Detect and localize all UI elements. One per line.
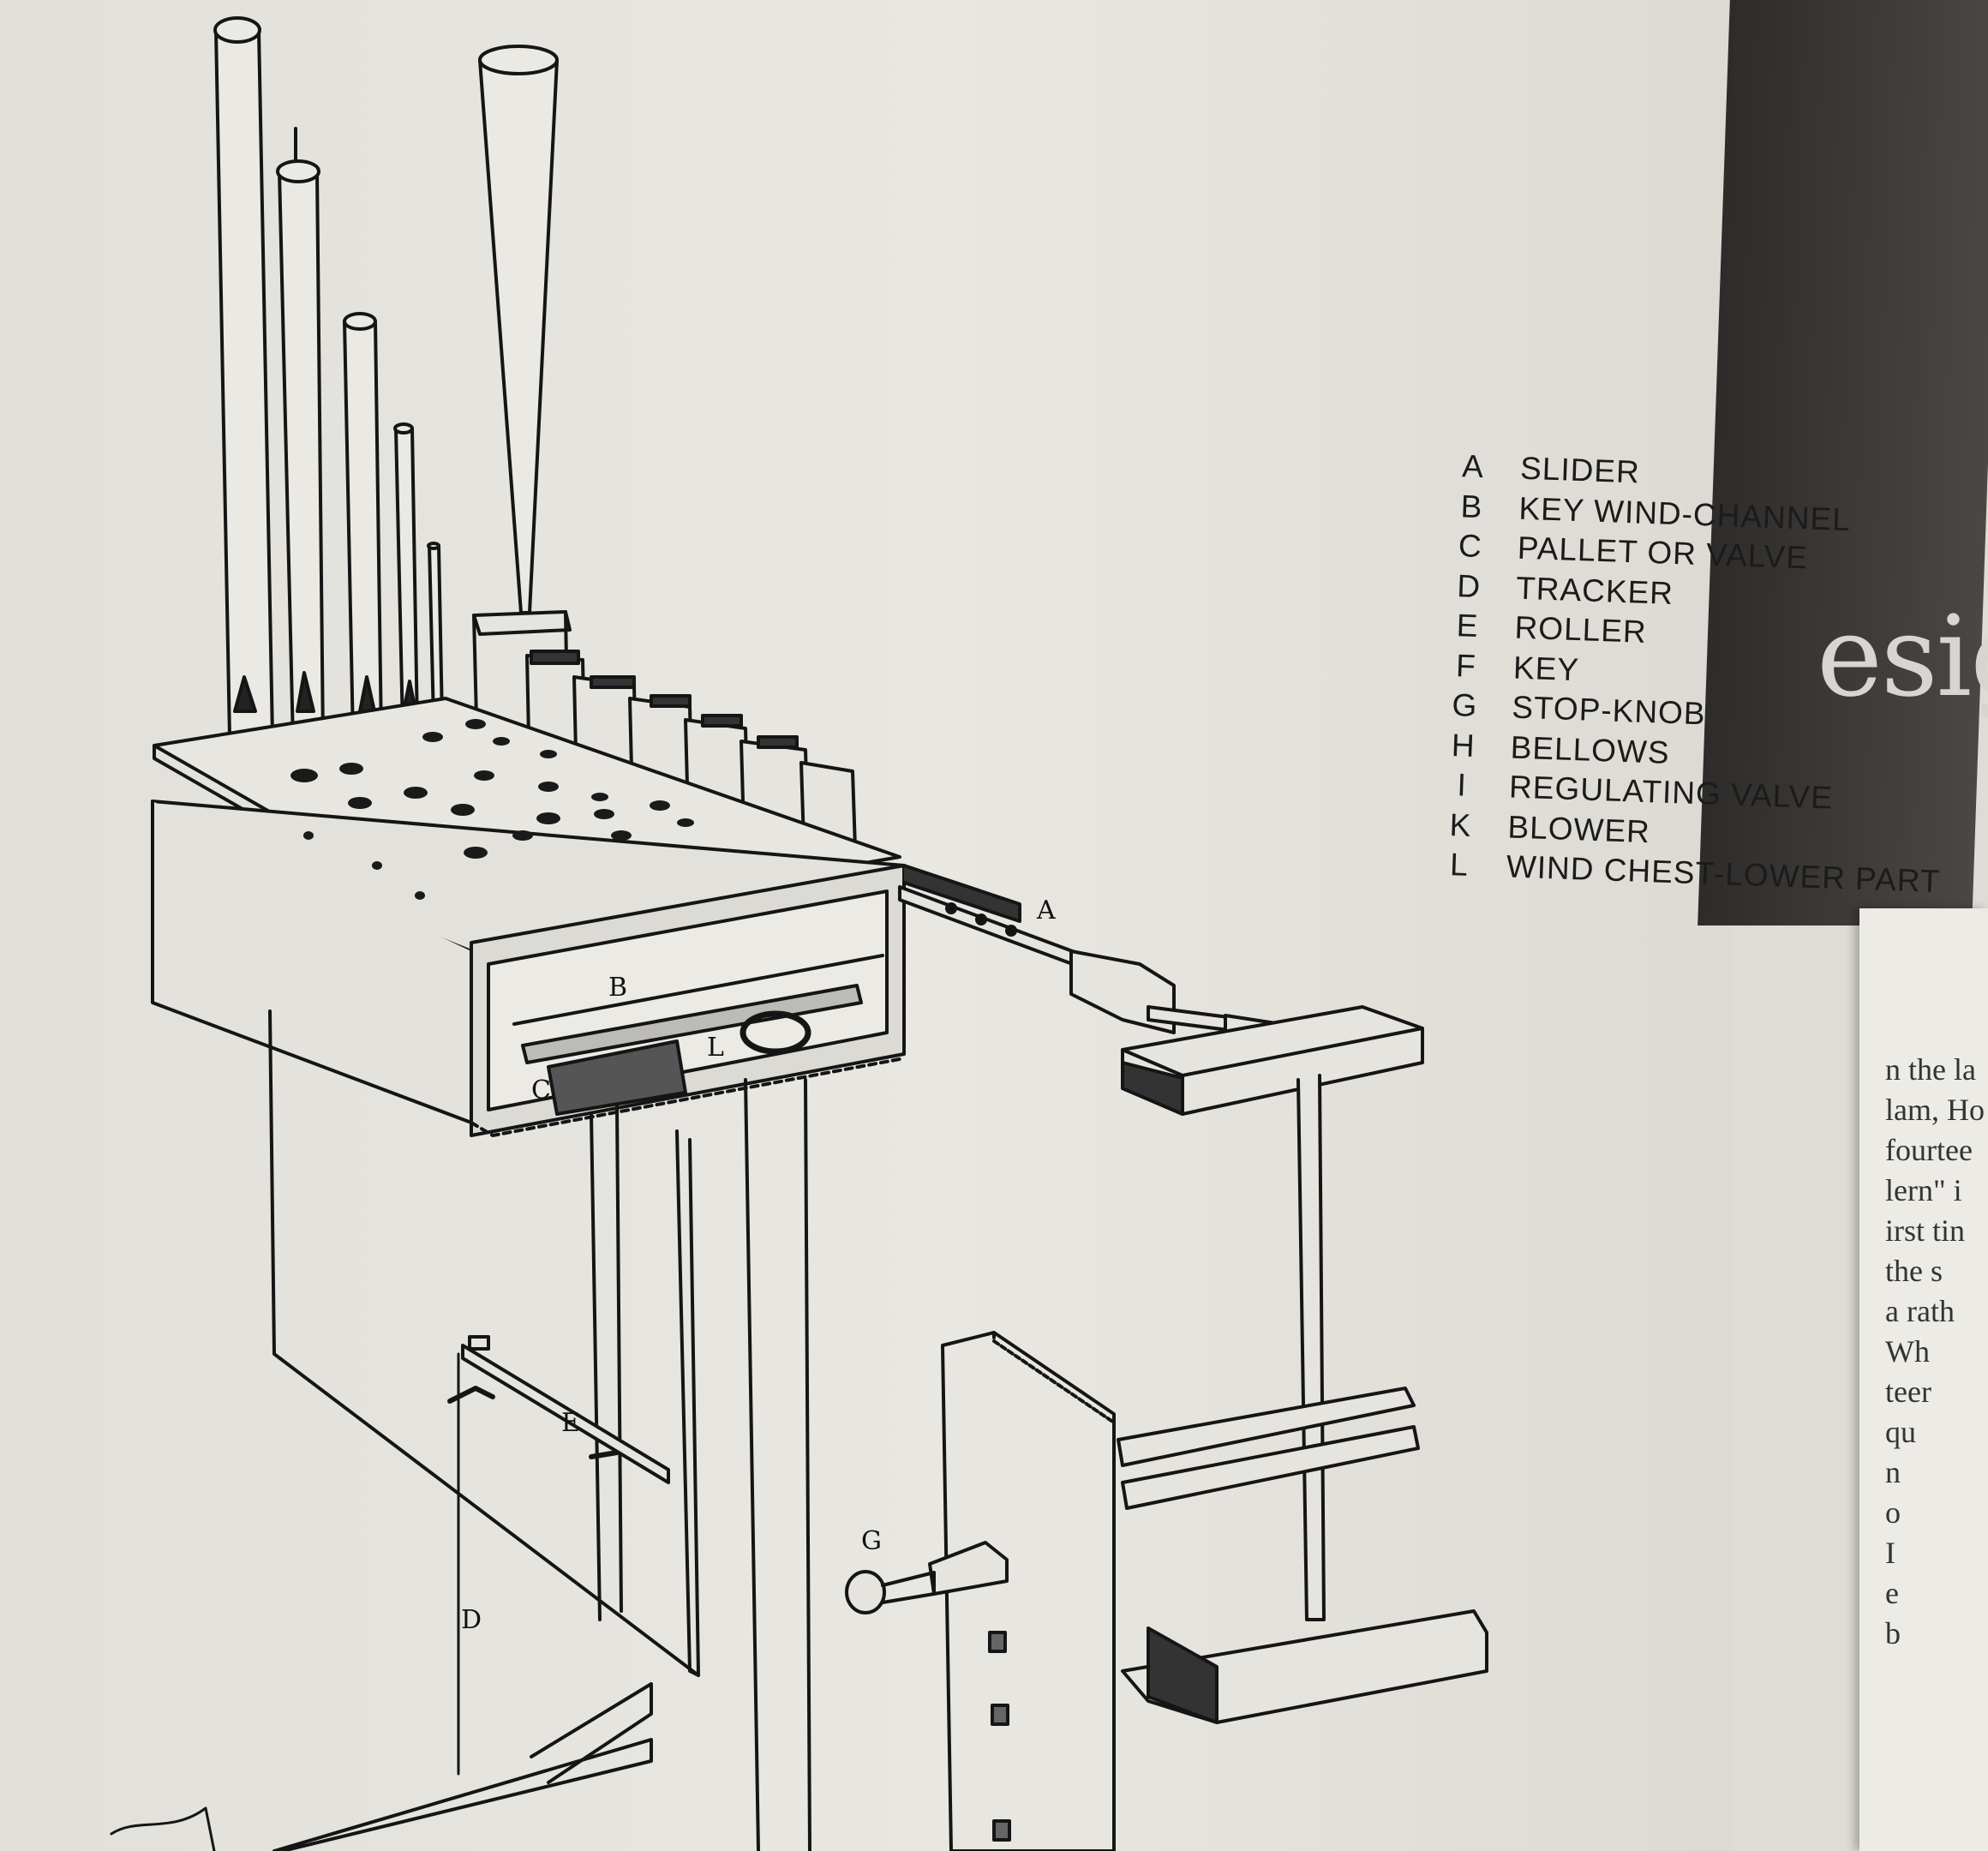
text-line: Wh	[1885, 1334, 1930, 1369]
legend-letter: I	[1456, 767, 1468, 803]
legend-letter: L	[1449, 847, 1470, 884]
heading-fragment: esig	[1817, 591, 1988, 722]
legend-letter: A	[1461, 448, 1485, 485]
legend-letter: H	[1451, 727, 1476, 764]
text-line: lam, Ho	[1885, 1093, 1985, 1127]
legend-letter: F	[1455, 647, 1477, 684]
text-line: teer	[1885, 1375, 1931, 1409]
pipe-2-top	[276, 159, 320, 183]
legend-label: BLOWER	[1506, 809, 1651, 849]
callout-a: A	[1036, 896, 1056, 926]
legend-label: BELLOWS	[1510, 729, 1671, 770]
pipe-3-top	[343, 312, 377, 331]
pipe-1-mouth	[233, 675, 257, 713]
text-line: n the la	[1885, 1052, 1976, 1087]
blower-hole	[740, 1010, 811, 1055]
wind-chest	[151, 697, 1021, 1137]
stop-knob	[845, 1570, 886, 1614]
lower-structure	[110, 1009, 811, 1851]
text-line: irst tin	[1885, 1213, 1966, 1248]
legend-letter: K	[1449, 806, 1473, 843]
legend-letter: G	[1451, 687, 1479, 724]
pipe-4	[394, 427, 419, 730]
legend-letter: B	[1460, 488, 1484, 524]
pipe-6-conical	[478, 58, 559, 614]
board-holes	[290, 719, 694, 900]
callout-b: B	[608, 973, 627, 1003]
text-line: the s	[1885, 1254, 1943, 1288]
legend-label: KEY	[1512, 650, 1580, 687]
key-levers	[1117, 1005, 1488, 1724]
legend-label: ROLLER	[1513, 609, 1648, 650]
callout-l: L	[707, 1033, 724, 1063]
text-line: e	[1885, 1576, 1899, 1610]
text-line: lern" i	[1885, 1173, 1962, 1207]
text-line: n	[1885, 1455, 1901, 1489]
legend-letter: D	[1456, 567, 1482, 604]
pipe-2-mouth	[296, 671, 315, 713]
callout-d: D	[461, 1605, 482, 1635]
pipe-6-top	[478, 45, 559, 75]
callout-g: G	[861, 1526, 882, 1556]
facing-page-light	[1859, 908, 1988, 1851]
organ-mechanism-drawing: A B C L E G D	[110, 16, 1488, 1851]
pipe-1-top	[213, 16, 261, 44]
pipe-5-top	[427, 542, 440, 550]
pipe-2	[278, 170, 325, 743]
callout-letters: A B C L E G D	[461, 896, 1056, 1635]
legend-label: TRACKER	[1515, 570, 1674, 611]
pipe-1	[214, 28, 274, 739]
text-line: fourtee	[1885, 1133, 1973, 1167]
pipe-3	[343, 320, 383, 739]
pipe-5	[428, 544, 444, 722]
pipe-4-top	[393, 422, 414, 434]
legend-letter: E	[1456, 608, 1480, 644]
legend-label: STOP-KNOB	[1511, 689, 1707, 732]
text-line: o	[1885, 1495, 1901, 1530]
callout-e: E	[561, 1408, 580, 1438]
legend-letter: C	[1458, 528, 1483, 565]
text-line: I	[1885, 1536, 1895, 1570]
stop-jamb-board	[845, 1331, 1116, 1851]
body-text-fragments: n the la lam, Ho fourtee lern" i irst tin the…	[1885, 1050, 1985, 1654]
text-line: b	[1885, 1616, 1901, 1650]
text-line: qu	[1885, 1415, 1916, 1449]
legend-label: SLIDER	[1519, 450, 1641, 490]
callout-c: C	[531, 1075, 551, 1105]
text-line: a rath	[1885, 1294, 1955, 1328]
